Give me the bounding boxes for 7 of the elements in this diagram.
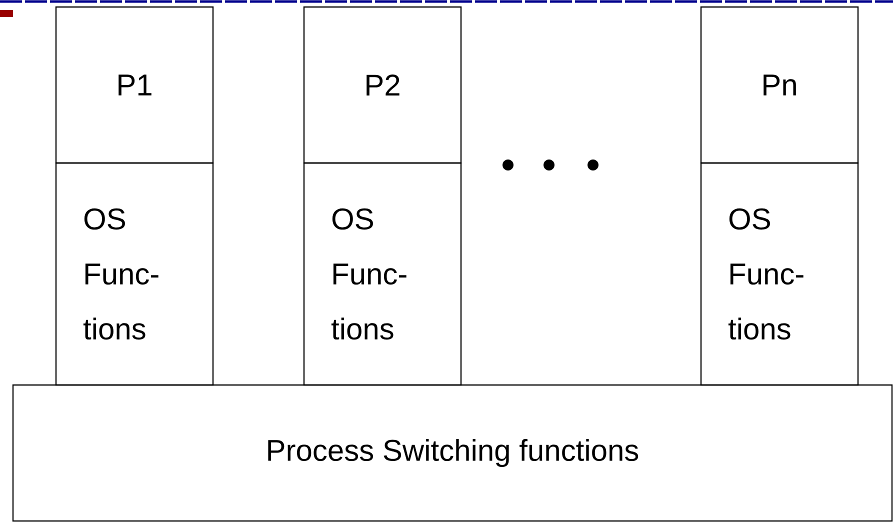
os-functions-box: OS Func-tions [55, 162, 214, 386]
os-functions-box: OS Func-tions [303, 162, 462, 386]
process-box: P2 [303, 6, 462, 164]
process-box: Pn [700, 6, 859, 164]
process-box: P1 [55, 6, 214, 164]
os-functions-box: OS Func-tions [700, 162, 859, 386]
process-switching-box: Process Switching functions [12, 384, 893, 522]
